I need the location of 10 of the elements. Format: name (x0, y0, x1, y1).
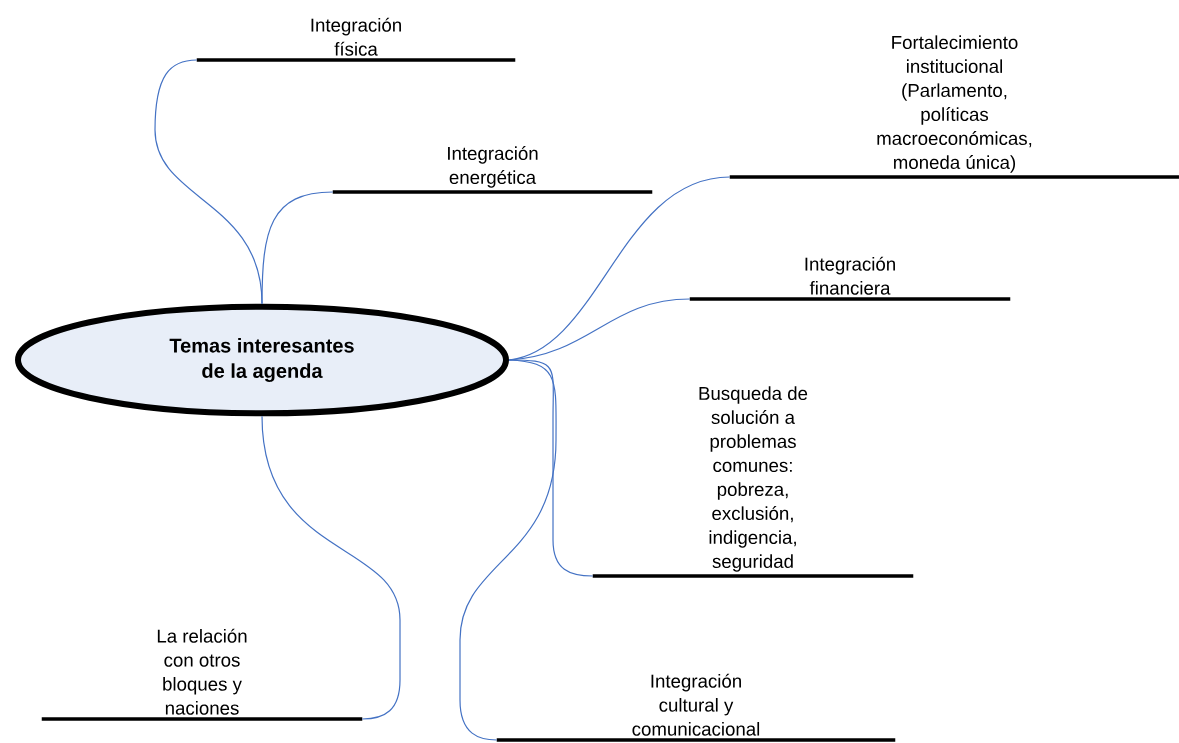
underlined-topic: Integración energética (332, 146, 653, 194)
underlined-topic: La relación con otros bloques y naciones (41, 628, 363, 721)
underlined-topic: Busqueda de solución a problemas comunes: pobreza, exclusión, indigencia, seguridad (592, 386, 914, 578)
underlined-topic: Integración cultural y comunicacional (496, 673, 896, 742)
underlined-topic: Integración financiera (689, 256, 1011, 301)
connector (261, 415, 401, 720)
connector (261, 191, 334, 305)
connector (459, 359, 557, 741)
underlined-topic: Integración física (196, 17, 516, 62)
underlined-topic: Fortalecimiento institucional (Parlamento, políticas macroeconómicas, moneda única) (729, 35, 1179, 179)
